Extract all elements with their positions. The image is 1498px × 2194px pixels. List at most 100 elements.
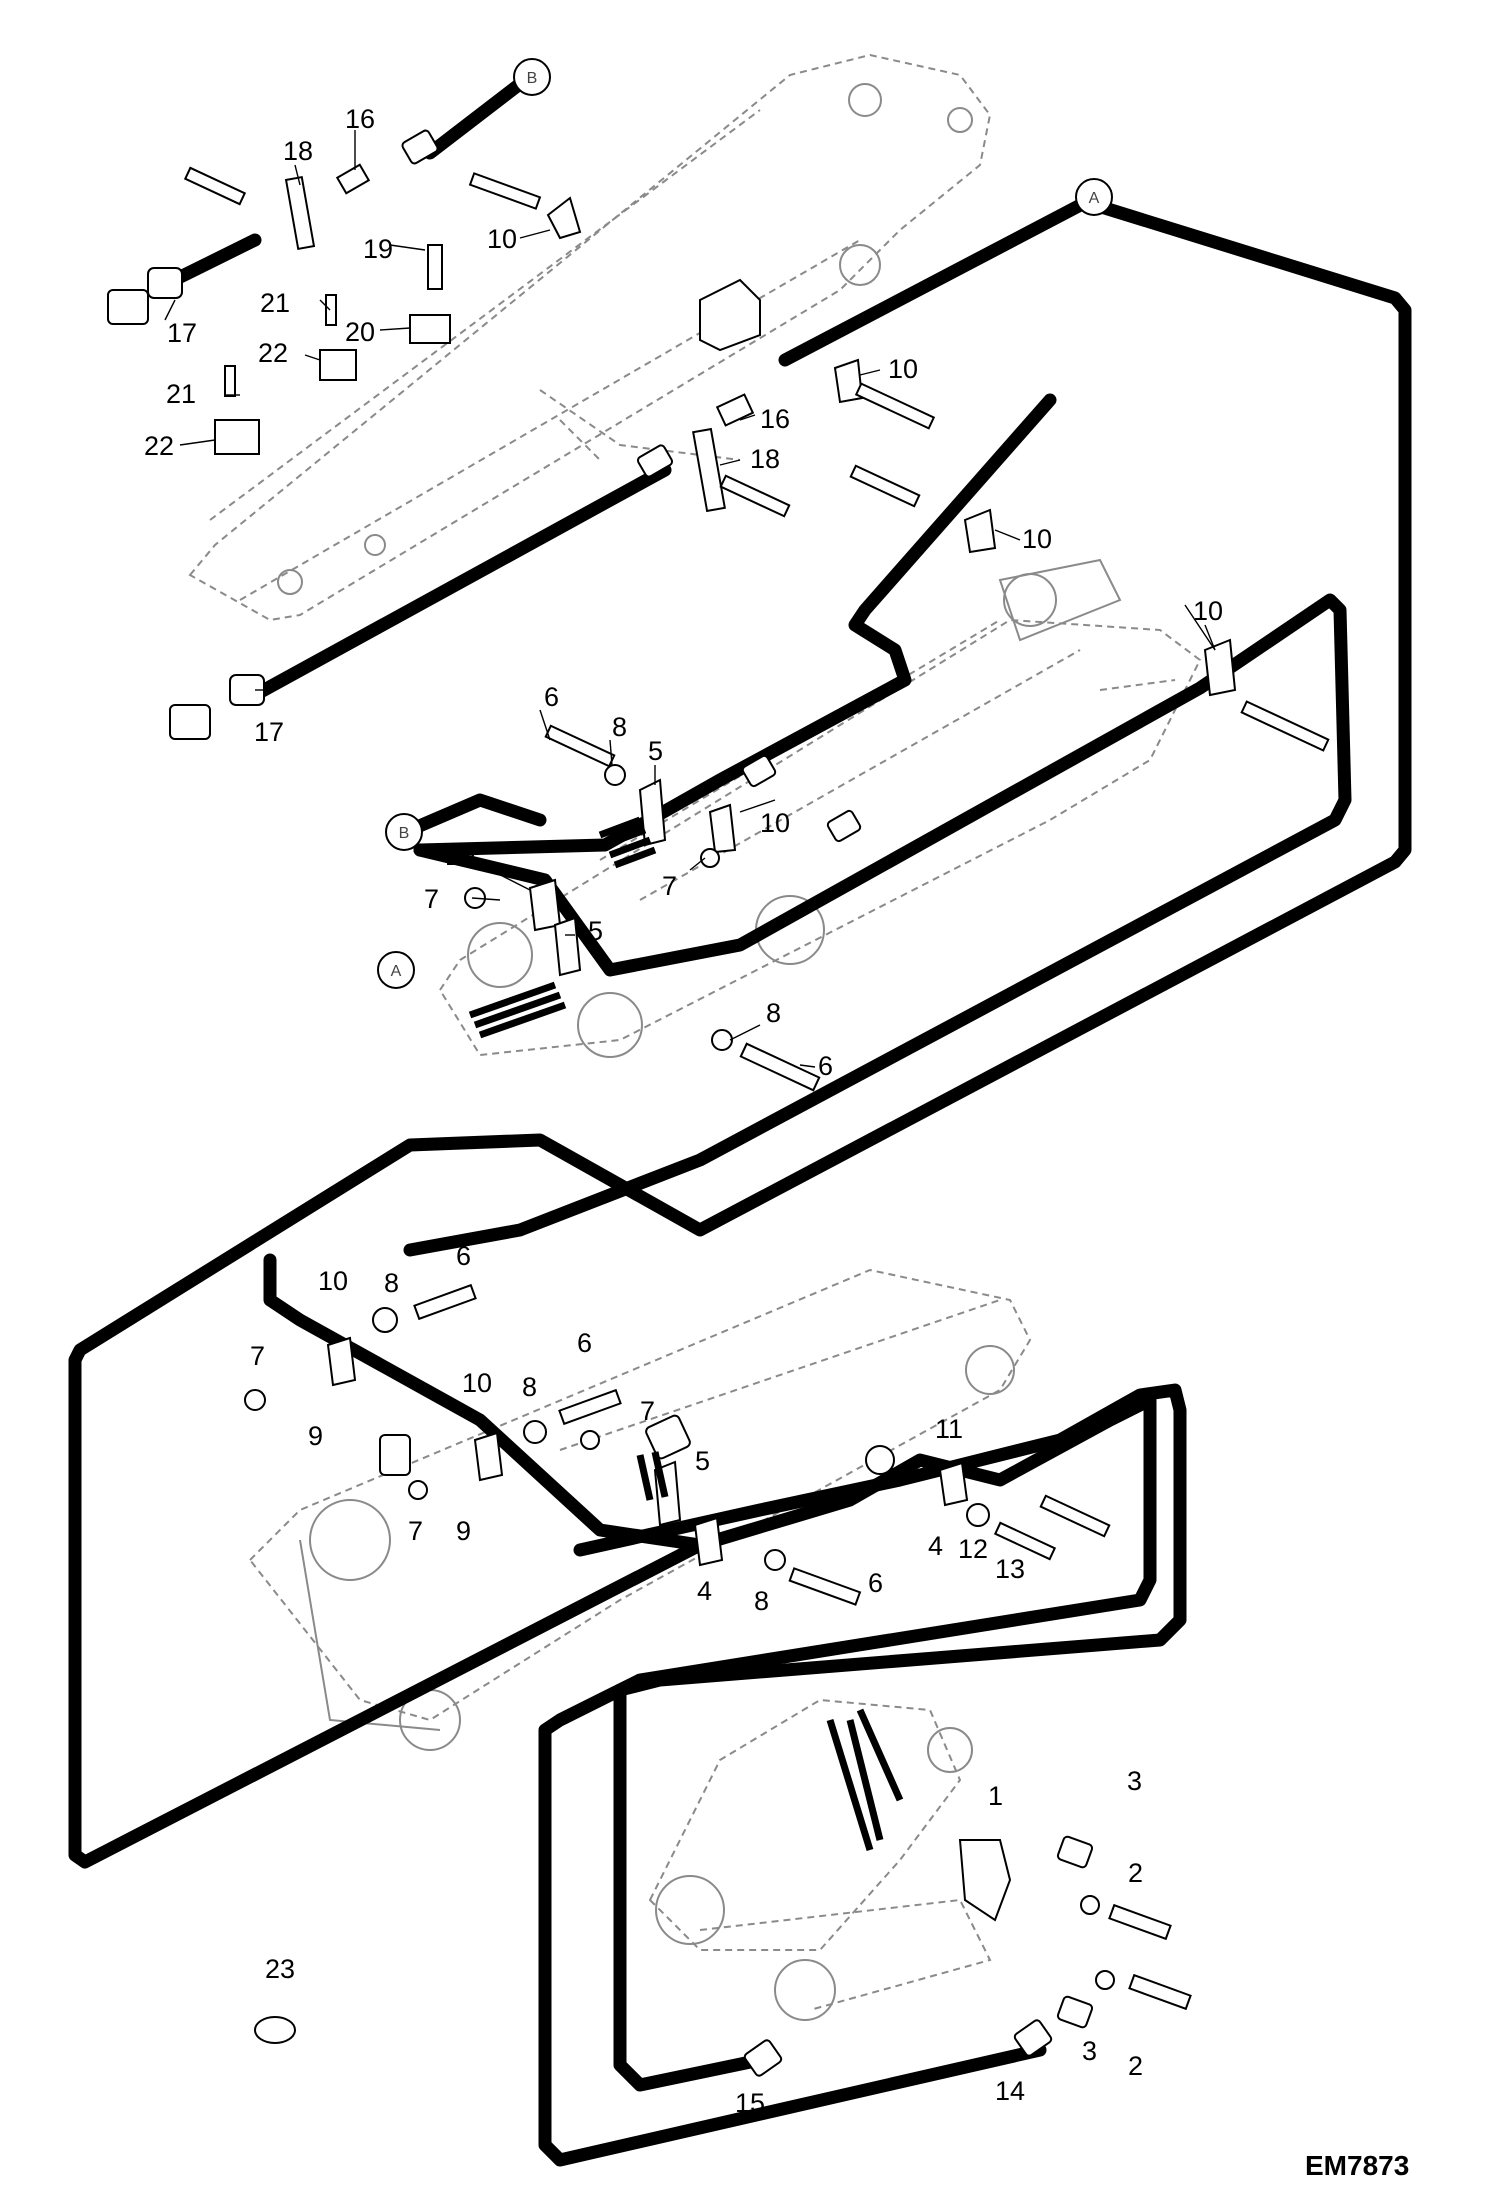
callout-21-top: 21: [260, 288, 290, 318]
clamp-block-22b: [214, 419, 260, 455]
hose-b-middle: [403, 593, 1352, 1257]
fitting-mid-a: [741, 754, 777, 788]
fitting-16-right: [715, 393, 755, 427]
swing-frame-outline: [648, 1698, 992, 2021]
clamp-10-mid-top: [963, 508, 997, 554]
clamp-10-mid-right: [1203, 638, 1237, 697]
callout-23: 23: [265, 1954, 295, 1984]
fitting-3-lower: [1056, 1995, 1094, 2029]
callout-10-boom: 10: [1193, 596, 1223, 626]
callout-10-mid: 10: [760, 808, 790, 838]
fitting-arm-mid: [636, 444, 674, 478]
callout-14: 14: [995, 2076, 1025, 2106]
washer-12: [966, 1503, 990, 1527]
hose-lines: [68, 73, 1412, 2167]
bolt-21b: [224, 365, 236, 397]
washer-8-low-left: [372, 1307, 398, 1333]
clamp-18-right: [692, 427, 726, 513]
clamp-10-mid-left: [528, 878, 562, 932]
callout-22-top: 22: [258, 338, 288, 368]
hose-b-left: [403, 793, 547, 837]
fitting-15: [743, 2039, 783, 2077]
clamp-block-20: [409, 314, 451, 344]
callout-11: 11: [935, 1414, 963, 1444]
hose-lower-s: [263, 1253, 1157, 2167]
callout-10-mid-left: 10: [445, 841, 475, 871]
bolt-6-mid: [544, 724, 616, 768]
callout-8-low-a: 8: [384, 1268, 399, 1298]
washer-11: [865, 1445, 895, 1475]
callout-9-right: 9: [456, 1516, 471, 1546]
callout-16-right: 16: [760, 404, 790, 434]
callout-4-right: 4: [928, 1531, 943, 1561]
connector-a-mid-bubble: [377, 951, 415, 989]
bolt-2-lower: [1128, 1973, 1192, 2011]
fitting-mid-b: [826, 809, 862, 843]
callout-17-top: 17: [167, 318, 197, 348]
leader-lines: [164, 130, 1216, 1068]
callout-20: 20: [345, 317, 375, 347]
nut-7-low-left: [244, 1389, 266, 1411]
callout-2-lower: 2: [1128, 2051, 1143, 2081]
callout-6-low-b: 6: [577, 1328, 592, 1358]
fitting-16-upper: [335, 163, 371, 195]
clamp-4-center: [693, 1516, 724, 1567]
hose-b-upper: [423, 73, 532, 160]
bolt-6-low-right: [788, 1567, 862, 1606]
hose-a-to-middle: [413, 393, 1057, 857]
washer-8-mid: [604, 764, 626, 786]
callout-16-top: 16: [345, 104, 375, 134]
lower-boom-outline: [248, 1268, 1032, 1751]
callout-3-lower: 3: [1082, 2036, 1097, 2066]
clamp-10-low-left: [326, 1336, 357, 1387]
clamp-block-22a: [319, 349, 357, 381]
bolt-6-low-left: [413, 1283, 477, 1321]
bolt-6-mid-lower: [739, 1042, 821, 1092]
callout-8-low-c: 8: [754, 1586, 769, 1616]
nut-7-mid-right: [700, 848, 720, 868]
callout-21-low: 21: [166, 379, 196, 409]
bolt-18-right: [719, 474, 791, 518]
fitting-b-end: [401, 129, 439, 165]
fitting-5-low: [645, 1414, 691, 1460]
callout-1: 1: [988, 1781, 1003, 1811]
washer-3-upper: [1080, 1895, 1100, 1915]
callout-2-upper: 2: [1128, 1858, 1143, 1888]
bolt-10-mid-right: [1240, 700, 1330, 752]
fitting-14: [1013, 2019, 1053, 2057]
callout-22-low: 22: [144, 431, 174, 461]
parts: [107, 129, 1330, 2077]
callout-7-mid-right: 7: [662, 871, 677, 901]
washer-8-mid-lower: [711, 1029, 733, 1051]
bolt-13: [993, 1521, 1057, 1561]
callout-10-low-a: 10: [318, 1266, 348, 1296]
hose-band-23: [254, 2016, 296, 2044]
callout-13: 13: [995, 1554, 1025, 1584]
callout-6-low-a: 6: [456, 1241, 471, 1271]
bolt-2-upper: [1108, 1903, 1172, 1941]
connector-b-top-bubble: [513, 58, 551, 96]
callout-6-mid: 6: [544, 682, 559, 712]
hose-17-lower: [248, 463, 672, 702]
bolt-6-low-center: [558, 1388, 622, 1426]
callout-5-mid: 5: [648, 736, 663, 766]
nut-7-low-mid: [580, 1430, 600, 1450]
valve-block: [699, 278, 761, 352]
connector-a-mid: A: [391, 963, 402, 980]
washer-8-low-right: [764, 1549, 786, 1571]
callout-10-arm: 10: [1022, 524, 1052, 554]
clamp-4-right: [938, 1461, 969, 1507]
callout-7-mid-left: 7: [424, 884, 439, 914]
bolt-upper-left: [183, 166, 247, 206]
clamp-5-mid: [638, 778, 667, 847]
drawing-code: EM7873: [1305, 2150, 1409, 2181]
connector-b-mid: B: [399, 825, 410, 842]
washer-3-lower: [1095, 1970, 1115, 1990]
bolt-10-right: [854, 382, 936, 430]
bolt-right-mid: [849, 464, 921, 508]
elbow-upper: [107, 289, 149, 325]
hose-a-upper: [778, 193, 1097, 367]
hose-guards: [468, 816, 904, 1852]
bolt-10-top: [468, 172, 542, 210]
